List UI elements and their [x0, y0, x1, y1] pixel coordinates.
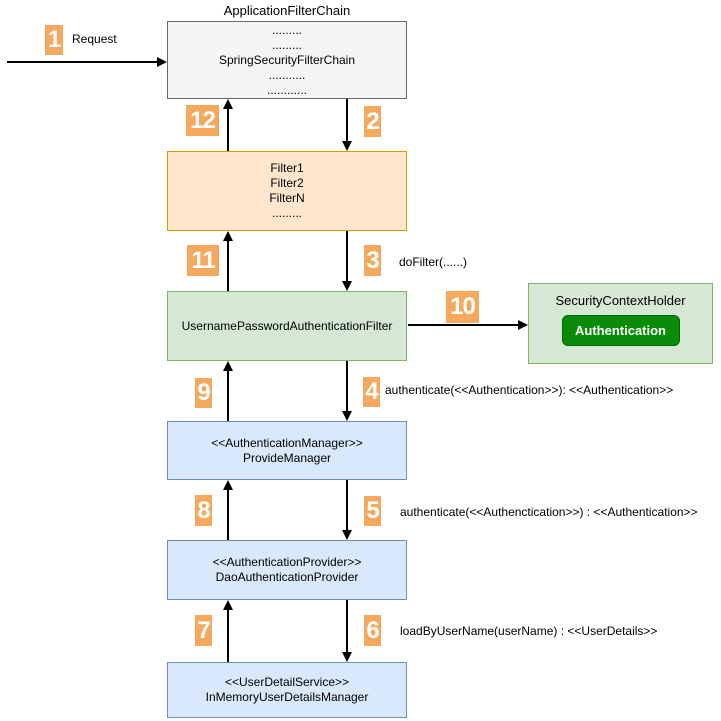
- authentication-manager-stereotype: <<AuthenticationManager>>: [211, 435, 363, 450]
- label-request: Request: [72, 32, 117, 46]
- dots-line: ...........: [268, 67, 306, 82]
- authentication-badge: Authentication: [561, 315, 680, 346]
- label-authenticate-5: authenticate(<<Authenctication>>) : <<Au…: [400, 505, 698, 519]
- arrow-step8-head: [223, 480, 233, 490]
- filter2-label: Filter2: [270, 176, 304, 190]
- filter1-label: Filter1: [270, 161, 304, 175]
- step-badge-6: 6: [364, 615, 381, 646]
- arrow-step2-line: [346, 99, 348, 141]
- dots-line: .........: [271, 37, 302, 52]
- arrow-step5-line: [346, 480, 348, 530]
- in-memory-user-details-manager-label: InMemoryUserDetailsManager: [205, 690, 369, 704]
- arrow-step3-head: [342, 281, 352, 291]
- arrow-step8-line: [227, 490, 229, 540]
- arrow-step12-head: [223, 99, 233, 109]
- step-badge-12: 12: [186, 105, 219, 136]
- spring-security-filter-chain-label: SpringSecurityFilterChain: [218, 52, 356, 67]
- filtern-label: FilterN: [269, 191, 305, 205]
- step-badge-1: 1: [45, 25, 63, 55]
- arrow-step4-head: [342, 411, 352, 421]
- step-badge-2: 2: [364, 106, 381, 137]
- node-security-context-holder: SecurityContextHolder Authentication: [528, 283, 713, 364]
- step-badge-5: 5: [364, 496, 381, 526]
- arrow-step7-line: [227, 610, 229, 662]
- arrow-step5-head: [342, 530, 352, 540]
- upaf-label: UsernamePasswordAuthenticationFilter: [181, 318, 393, 333]
- node-application-filter-chain: ......... ......... SpringSecurityFilter…: [167, 21, 407, 99]
- arrow-step12-line: [227, 109, 229, 151]
- arrow-step11-head: [223, 231, 233, 241]
- arrow-step6-line: [346, 600, 348, 652]
- provide-manager-label: ProvideManager: [242, 450, 332, 465]
- arrow-step11-line: [227, 241, 229, 291]
- label-authenticate-4: authenticate(<<Authentication>>): <<Auth…: [385, 383, 674, 397]
- dao-authentication-provider-label: DaoAuthenticationProvider: [215, 570, 359, 584]
- dots-line: ............: [266, 82, 307, 97]
- node-provider-manager: <<AuthenticationManager>> ProvideManager: [167, 421, 407, 480]
- arrow-step2-head: [342, 141, 352, 151]
- application-filter-chain-title: ApplicationFilterChain: [223, 3, 351, 18]
- step-badge-7: 7: [195, 615, 212, 646]
- arrow-step6-head: [342, 652, 352, 662]
- arrow-step7-head: [223, 600, 233, 610]
- step-badge-11: 11: [187, 245, 219, 276]
- arrow-request-line: [7, 61, 157, 63]
- user-detail-service-stereotype: <<UserDetailService>>: [224, 675, 350, 689]
- arrow-step9-head: [223, 361, 233, 371]
- dots-line: .........: [271, 206, 302, 220]
- arrow-request-head: [157, 57, 167, 67]
- label-dofilter: doFilter(......): [399, 255, 468, 269]
- node-username-password-authentication-filter: UsernamePasswordAuthenticationFilter: [167, 291, 407, 361]
- step-badge-4: 4: [363, 377, 380, 407]
- node-in-memory-user-details-manager: <<UserDetailService>> InMemoryUserDetail…: [167, 662, 407, 718]
- step-badge-8: 8: [195, 495, 212, 526]
- label-load-by-username: loadByUserName(userName) : <<UserDetails…: [400, 624, 658, 638]
- security-context-holder-label: SecurityContextHolder: [555, 293, 686, 308]
- step-badge-3: 3: [364, 245, 381, 276]
- arrow-step9-line: [227, 371, 229, 421]
- authentication-provider-stereotype: <<AuthenticationProvider>>: [212, 555, 362, 569]
- dots-line: .........: [271, 22, 302, 37]
- step-badge-9: 9: [195, 378, 212, 408]
- arrow-step4-line: [346, 361, 348, 411]
- node-dao-authentication-provider: <<AuthenticationProvider>> DaoAuthentica…: [167, 540, 407, 600]
- step-badge-10: 10: [446, 291, 479, 323]
- arrow-step3-line: [346, 231, 348, 281]
- arrow-step10-line: [408, 324, 518, 326]
- arrow-step10-head: [518, 320, 528, 330]
- node-filters: Filter1 Filter2 FilterN .........: [167, 151, 407, 231]
